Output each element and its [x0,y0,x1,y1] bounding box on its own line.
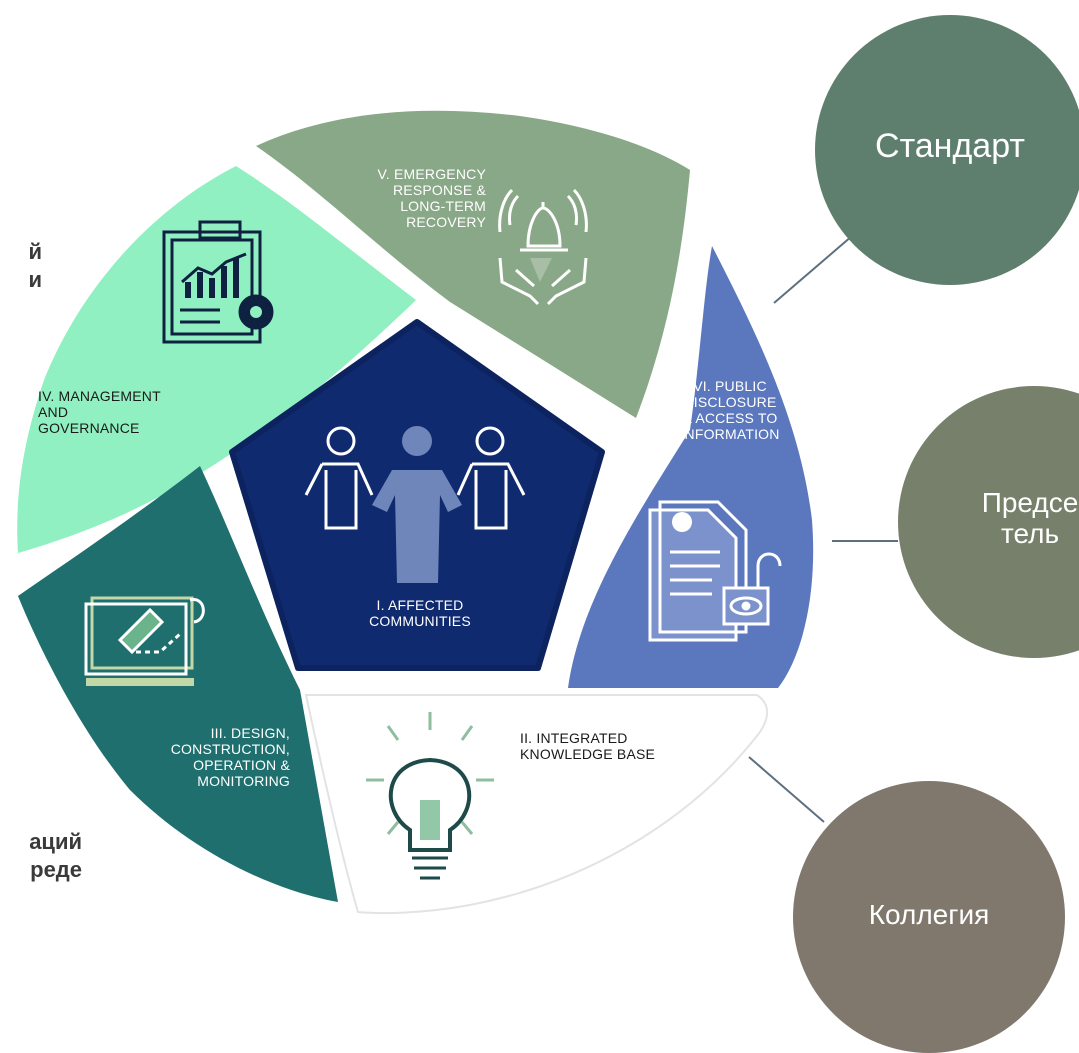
segment-knowledge [304,694,769,915]
label-management: IV. MANAGEMENT AND GOVERNANCE [38,388,161,436]
label-disclosure: VI. PUBLIC DISCLOSURE & ACCESS TO INFORM… [680,378,780,442]
connector-board [748,756,825,823]
label-design: III. DESIGN, CONSTRUCTION, OPERATION & M… [170,725,290,789]
circle-standard-label: Стандарт [875,127,1025,165]
connector-standard [773,235,853,304]
blueprint-pencil-icon [84,596,205,686]
people-icon [304,426,526,583]
segment-emergency [256,110,690,418]
circle-board[interactable] [793,781,1065,1053]
label-affected: I. AFFECTED COMMUNITIES [369,597,471,629]
document-lock-eye-icon [648,500,782,642]
segment-disclosure [568,246,814,688]
label-knowledge: II. INTEGRATED KNOWLEDGE BASE [520,730,656,762]
segment-management [17,166,417,553]
label-emergency: V. EMERGENCY RESPONSE & LONG-TERM RECOVE… [377,166,486,230]
side-text-top: й и [28,239,42,292]
circle-chair-label: Предсе тель [981,487,1079,549]
lightbulb-icon [366,712,494,880]
circle-chair[interactable] [898,386,1079,658]
bell-hands-icon [498,188,588,306]
circle-standard[interactable] [815,15,1079,285]
side-text-bottom: аций реде [29,829,82,882]
clipboard-chart-gear-icon [162,220,274,344]
circle-board-label: Коллегия [868,899,990,930]
